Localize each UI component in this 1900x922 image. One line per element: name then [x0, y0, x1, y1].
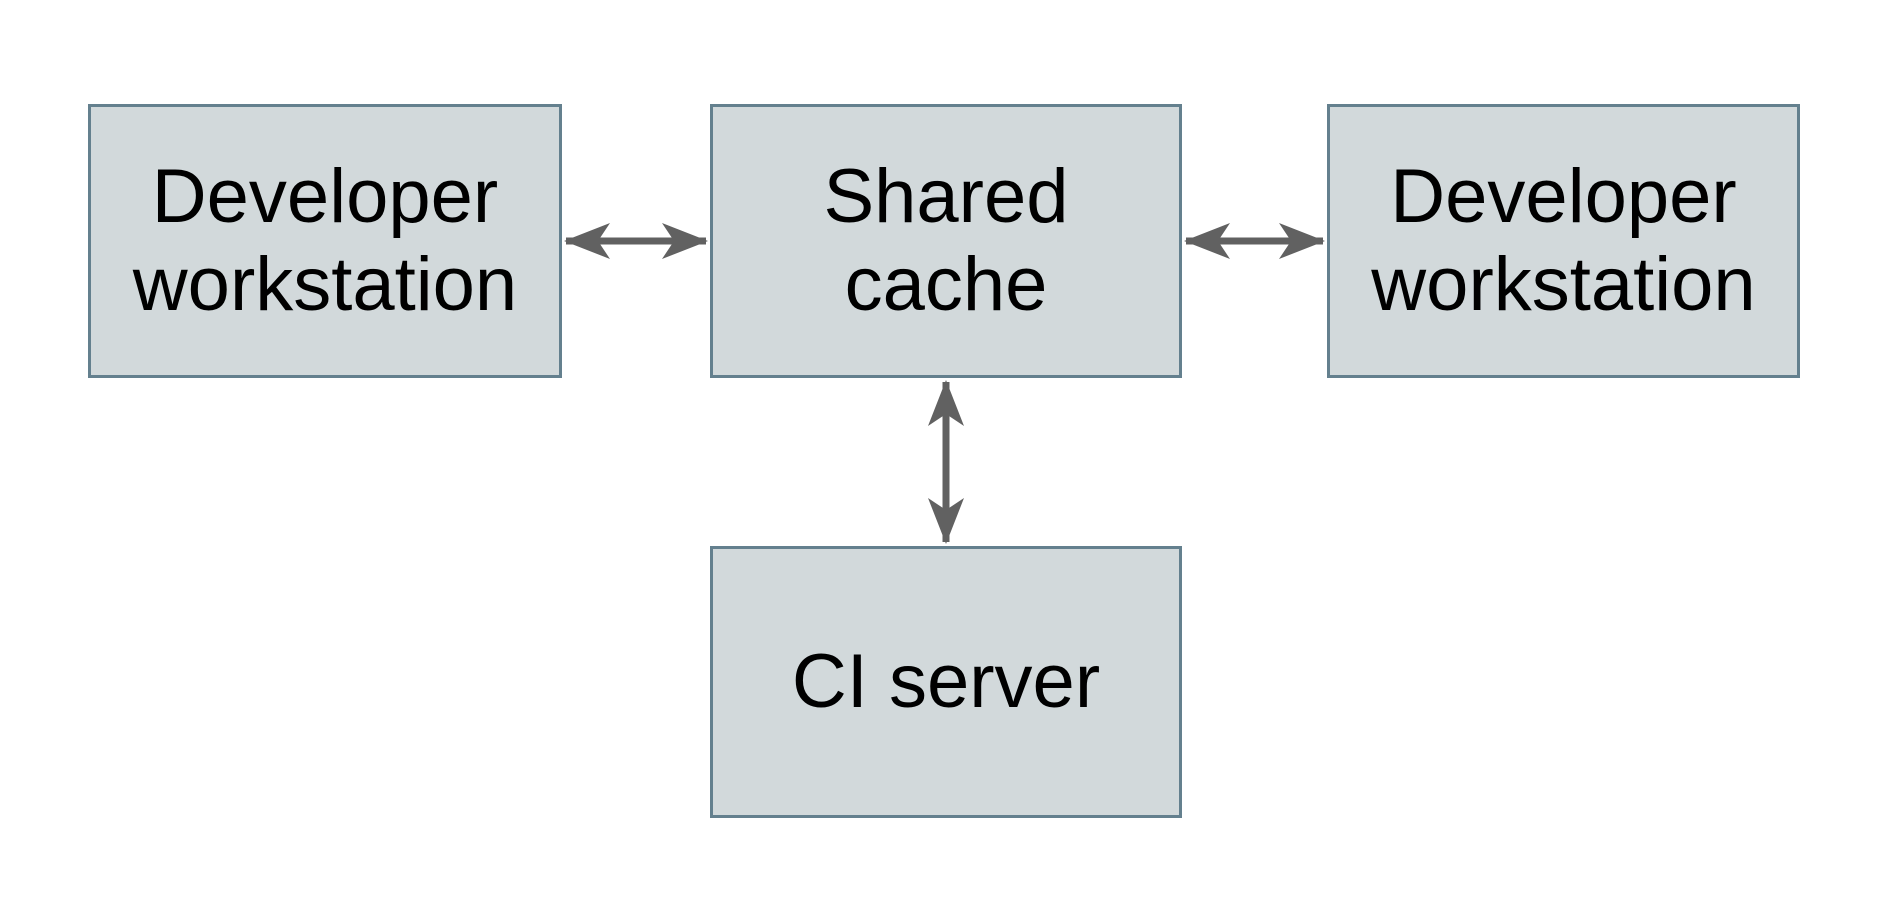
node-label-line: CI server	[791, 638, 1101, 724]
node-label-line: cache	[844, 242, 1048, 327]
node-developer-workstation-left: Developer workstation	[88, 104, 562, 378]
node-label-line: Developer	[1390, 153, 1737, 239]
node-developer-workstation-right: Developer workstation	[1327, 104, 1800, 378]
node-label-line: Shared	[823, 153, 1069, 239]
node-ci-server: CI server	[710, 546, 1182, 818]
node-label-line: Developer	[151, 153, 499, 239]
node-shared-cache: Shared cache	[710, 104, 1182, 378]
node-label-line: workstation	[132, 242, 518, 327]
node-label-line: workstation	[1371, 242, 1756, 327]
